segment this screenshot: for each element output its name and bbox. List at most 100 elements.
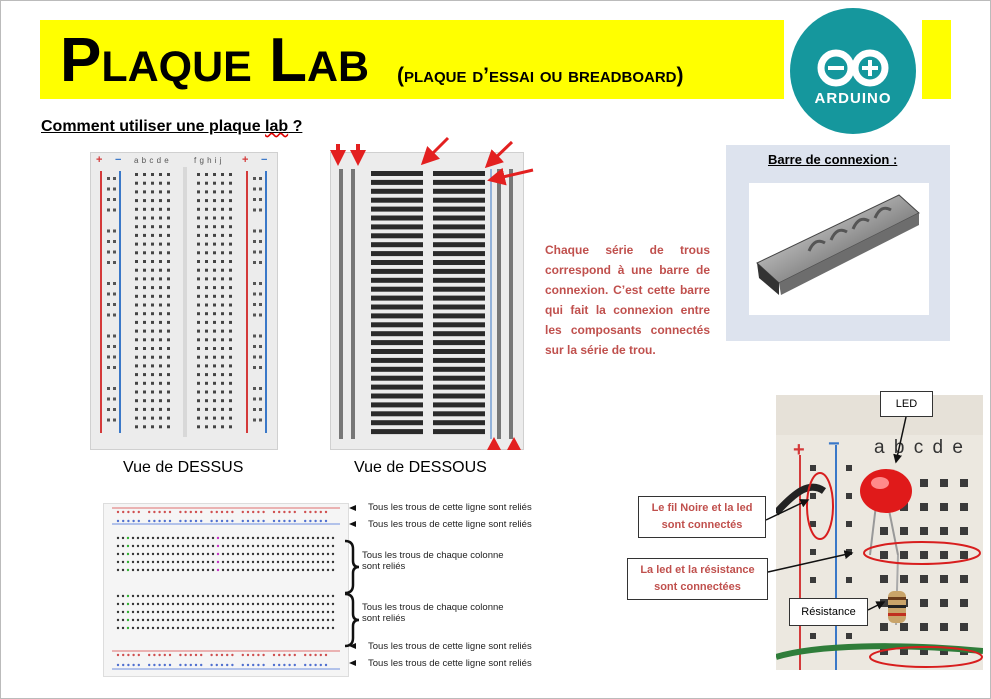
diagram-hole: [151, 560, 155, 564]
diagram-hole: [241, 519, 244, 523]
breadboard-hole: [221, 416, 224, 420]
diagram-hole: [186, 560, 190, 564]
diagram-hole: [266, 618, 270, 622]
diagram-hole: [122, 510, 125, 514]
photo-hole: [940, 479, 948, 487]
diagram-hole: [171, 552, 175, 556]
diagram-hole: [146, 544, 150, 548]
diagram-hole: [206, 568, 210, 572]
diagram-hole: [168, 663, 172, 667]
diagram-hole: [201, 618, 205, 622]
diagram-hole: [121, 594, 125, 598]
diagram-hole: [288, 519, 291, 523]
diagram-hole: [166, 602, 170, 606]
power-rail-hole: [253, 198, 256, 201]
diagram-hole: [293, 510, 296, 514]
diagram-hole: [271, 544, 275, 548]
breadboard-hole: [151, 390, 154, 394]
breadboard-hole: [229, 225, 232, 229]
diagram-hole: [158, 653, 161, 657]
diagram-hole: [206, 560, 210, 564]
diagram-hole: [321, 626, 325, 630]
breadboard-hole: [213, 381, 216, 385]
diagram-hole: [181, 568, 185, 572]
diagram-hole: [321, 536, 325, 540]
breadboard-hole: [143, 242, 146, 246]
diagram-hole: [286, 552, 290, 556]
breadboard-hole: [151, 207, 154, 211]
breadboard-hole: [143, 381, 146, 385]
diagram-hole: [241, 626, 245, 630]
connection-strip: [433, 215, 485, 221]
breadboard-hole: [197, 242, 200, 246]
diagram-hole: [306, 536, 310, 540]
diagram-hole: [281, 602, 285, 606]
power-rail-hole: [253, 408, 256, 411]
diagram-hole: [216, 610, 220, 614]
diagram-hole: [241, 552, 245, 556]
diagram-hole: [146, 594, 150, 598]
diagram-hole: [156, 618, 160, 622]
diagram-hole: [311, 618, 315, 622]
connection-strip: [371, 429, 423, 435]
diagram-hole: [231, 560, 235, 564]
diagram-hole: [293, 519, 296, 523]
breadboard-hole: [151, 373, 154, 377]
breadboard-hole: [159, 416, 162, 420]
diagram-hole: [156, 602, 160, 606]
diagram-hole: [156, 626, 160, 630]
diagram-hole: [236, 610, 240, 614]
diagram-hole: [236, 568, 240, 572]
breadboard-hole: [221, 207, 224, 211]
power-rail-hole: [259, 408, 262, 411]
diagram-hole: [116, 602, 120, 606]
diagram-hole: [215, 653, 218, 657]
diagram-hole: [186, 602, 190, 606]
diagram-hole: [196, 568, 200, 572]
breadboard-hole: [167, 425, 170, 429]
breadboard-hole: [135, 173, 138, 176]
diagram-hole: [306, 568, 310, 572]
diagram-hole: [181, 552, 185, 556]
breadboard-hole: [205, 181, 208, 185]
diagram-hole: [324, 653, 328, 657]
diagram-hole: [126, 618, 130, 622]
diagram-hole: [186, 536, 190, 540]
diagram-hole: [171, 568, 175, 572]
caption-top-view: Vue de DESSUS: [123, 459, 244, 476]
diagram-hole: [206, 618, 210, 622]
breadboard-hole: [143, 233, 146, 237]
diagram-hole: [210, 510, 213, 514]
diagram-hole: [246, 519, 250, 523]
diagram-hole: [326, 626, 330, 630]
breadboard-bottom-view: [330, 152, 524, 450]
diagram-hole: [132, 663, 135, 667]
breadboard-hole: [221, 312, 224, 316]
diagram-hole: [257, 653, 260, 657]
diagram-hole: [316, 560, 320, 564]
breadboard-hole: [143, 190, 146, 194]
breadboard-hole: [143, 373, 146, 377]
breadboard-hole: [167, 347, 170, 350]
photo-hole: [920, 551, 928, 559]
connection-strip: [433, 349, 485, 354]
diagram-hole: [331, 618, 335, 622]
diagram-hole: [276, 610, 280, 614]
diagram-hole: [252, 519, 255, 523]
breadboard-hole: [221, 190, 224, 194]
diagram-hole: [153, 510, 156, 514]
breadboard-hole: [221, 390, 224, 394]
power-rail-hole: [253, 187, 256, 191]
diagram-hole: [251, 626, 255, 630]
breadboard-hole: [205, 303, 208, 307]
breadboard-hole: [159, 294, 162, 298]
diagram-hole: [121, 536, 125, 540]
diagram-hole: [141, 602, 145, 606]
power-rail-hole: [107, 303, 110, 306]
diagram-hole: [231, 626, 235, 630]
breadboard-hole: [213, 242, 216, 246]
breadboard-hole: [221, 381, 224, 385]
breadboard-hole: [221, 399, 224, 403]
breadboard-hole: [205, 329, 208, 333]
photo-hole: [960, 599, 968, 607]
